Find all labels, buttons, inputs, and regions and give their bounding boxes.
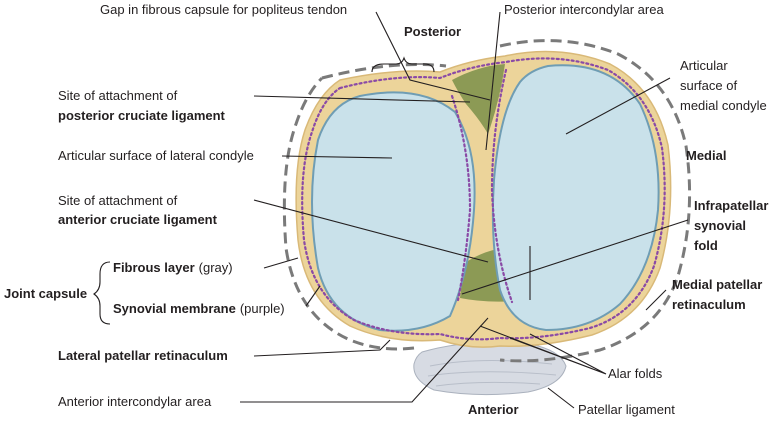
label-alar-folds: Alar folds <box>608 366 663 381</box>
label-medial-surface-3: medial condyle <box>680 98 767 113</box>
label-patellar-ligament: Patellar ligament <box>578 402 675 417</box>
label-medial-surface-1: Articular <box>680 58 728 73</box>
leader-medial-retinaculum <box>646 290 666 310</box>
label-anterior-intercondylar: Anterior intercondylar area <box>58 394 212 409</box>
label-medial-retinaculum-2: retinaculum <box>672 297 746 312</box>
label-posterior: Posterior <box>404 24 461 39</box>
brace-joint-capsule <box>94 262 110 324</box>
label-pcl-line1: Site of attachment of <box>58 88 178 103</box>
label-fibrous-layer: Fibrous layer(gray) <box>113 260 233 275</box>
label-anterior: Anterior <box>468 402 519 417</box>
leader-lateral-retinaculum <box>254 340 390 356</box>
lateral-condyle-articular-surface <box>312 92 475 330</box>
label-gap-popliteus: Gap in fibrous capsule for popliteus ten… <box>100 2 347 17</box>
label-pcl-line2: posterior cruciate ligament <box>58 108 226 123</box>
label-acl-line2: anterior cruciate ligament <box>58 212 218 227</box>
label-lateral-retinaculum: Lateral patellar retinaculum <box>58 348 228 363</box>
label-joint-capsule: Joint capsule <box>4 286 87 301</box>
anatomy-illustration <box>284 41 689 395</box>
label-medial-surface-2: surface of <box>680 78 737 93</box>
label-posterior-intercondylar: Posterior intercondylar area <box>504 2 664 17</box>
label-infrapatellar-2: synovial <box>694 218 746 233</box>
label-medial-retinaculum-1: Medial patellar <box>672 277 762 292</box>
label-lateral-surface: Articular surface of lateral condyle <box>58 148 254 163</box>
label-acl-line1: Site of attachment of <box>58 193 178 208</box>
leader-fibrous-layer <box>264 258 298 268</box>
leader-patellar-ligament <box>548 388 574 408</box>
label-infrapatellar-1: Infrapatellar <box>694 198 768 213</box>
label-medial: Medial <box>686 148 726 163</box>
label-synovial-membrane: Synovial membrane(purple) <box>113 301 285 316</box>
label-infrapatellar-3: fold <box>694 238 718 253</box>
